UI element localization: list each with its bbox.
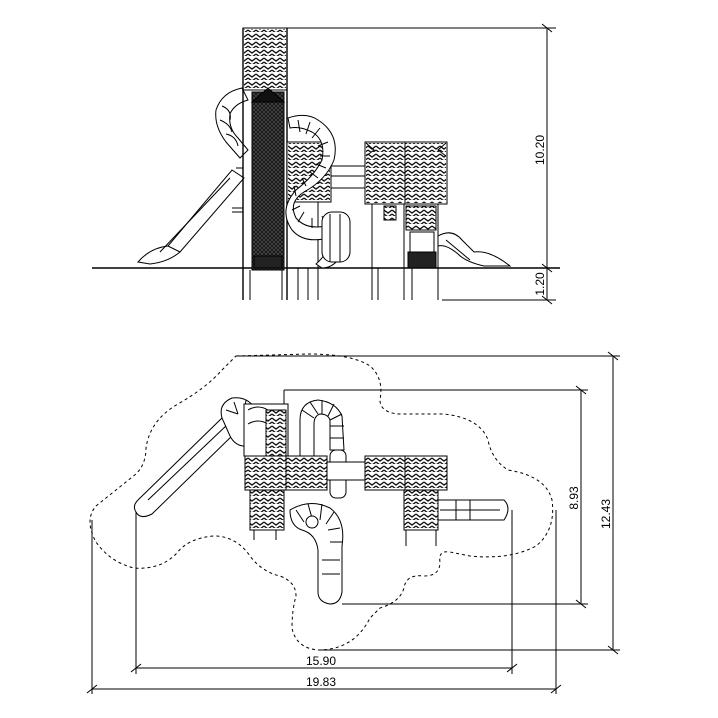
plan-left-slide bbox=[133, 417, 237, 518]
plan-inner-width-label: 15.90 bbox=[306, 654, 336, 668]
left-tube-slide bbox=[215, 87, 249, 159]
plan-left-tube bbox=[220, 397, 289, 457]
elevation-dimension-lines bbox=[287, 23, 556, 305]
left-slide bbox=[137, 169, 245, 265]
right-slide bbox=[437, 232, 512, 267]
right-tower bbox=[364, 141, 448, 300]
plan-outer-width-label: 19.83 bbox=[306, 675, 336, 689]
middle-tower bbox=[285, 114, 351, 300]
safety-zone-outline bbox=[89, 353, 554, 651]
height-dimension-label: 10.20 bbox=[533, 135, 547, 165]
plan-inner-depth-label: 8.93 bbox=[567, 486, 581, 510]
plan-right-slide bbox=[437, 499, 509, 521]
plan-lower-tube bbox=[289, 503, 344, 605]
plan-right-tower bbox=[364, 455, 448, 546]
bridge bbox=[330, 165, 366, 189]
plan-outer-depth-label: 12.43 bbox=[599, 499, 613, 529]
elevation-view: 10.20 1.20 bbox=[92, 23, 560, 305]
plan-left-tower bbox=[244, 455, 328, 540]
depth-dimension-label: 1.20 bbox=[533, 272, 547, 296]
plan-bridge bbox=[326, 461, 366, 481]
plan-view: 8.93 12.43 15.90 19.83 bbox=[86, 351, 620, 694]
tall-tower bbox=[232, 27, 288, 300]
plan-dimension-lines bbox=[86, 351, 620, 694]
